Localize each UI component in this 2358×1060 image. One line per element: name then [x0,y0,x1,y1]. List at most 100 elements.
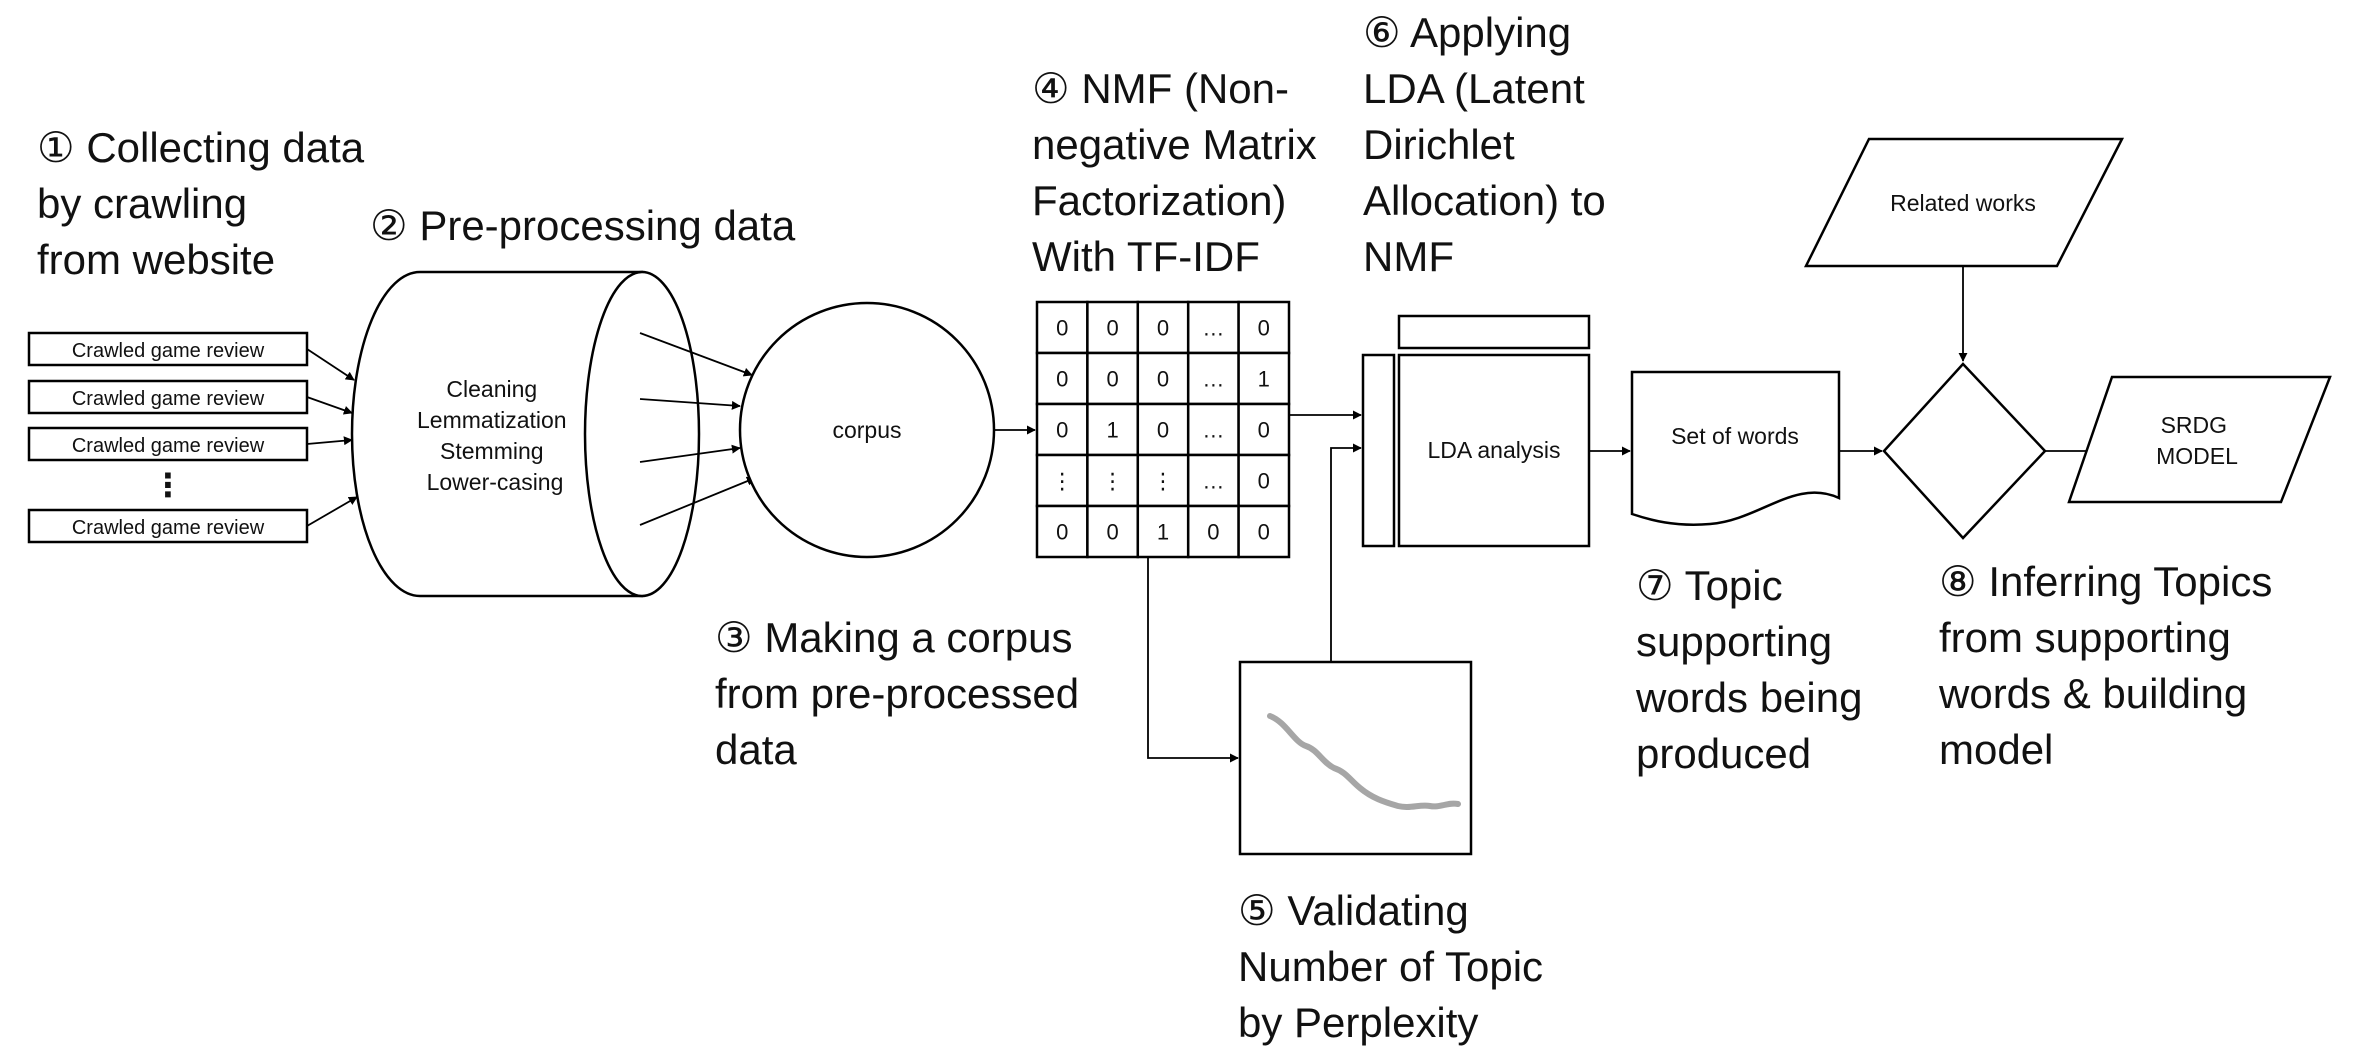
step1-line: ① Collecting data [37,124,365,171]
matrix-cell [1086,300,1140,355]
cylinder-end-cap [583,270,701,598]
review-box [27,379,309,415]
cylinder-body [350,270,644,598]
step6-line: LDA (Latent [1363,65,1585,112]
review-box-label: Crawled game review [72,435,265,457]
matrix-cell-value: … [1202,367,1224,392]
step6-line: ⑥ Applying [1363,9,1571,56]
step4-label: ④ NMF (Non- negative Matrix Factorizatio… [1032,65,1328,280]
step6-line: Dirichlet [1363,121,1515,168]
set-of-words-label: Set of words [1671,423,1799,449]
step5-line: by Perplexity [1238,999,1478,1046]
step4-line: negative Matrix [1032,121,1317,168]
step7-line: supporting [1636,618,1832,665]
matrix-cell-value: ⋮ [1152,469,1174,494]
matrix-cell [1035,351,1089,406]
preprocess-step: Stemming [440,438,544,464]
review-box [27,426,309,462]
matrix-cell-value: 0 [1157,367,1169,392]
step6-label: ⑥ Applying LDA (Latent Dirichlet Allocat… [1363,9,1617,280]
step3-label: ③ Making a corpus from pre-processed dat… [715,614,1091,773]
related-works-parallelogram [1803,137,2125,268]
step7-line: produced [1636,730,1811,777]
preprocess-steps: Cleaning Lemmatization Stemming Lower-ca… [417,376,573,495]
step5-line: ⑤ Validating [1238,887,1469,934]
lda-label: LDA analysis [1428,437,1561,463]
matrix-cell-value: 0 [1258,316,1270,341]
matrix-cell-value: 1 [1106,418,1118,443]
related-works-label: Related works [1890,190,2036,216]
step6-line: Allocation) to [1363,177,1606,224]
srdg-model-line: MODEL [2156,443,2238,469]
review-box-label: Crawled game review [72,340,265,362]
matrix-cell-value: 0 [1258,520,1270,545]
step7-label: ⑦ Topic supporting words being produced [1635,562,1874,777]
step1-line: by crawling [37,180,247,227]
matrix-cell-value: 0 [1207,520,1219,545]
step2-line: ② Pre-processing data [370,202,796,249]
step8-line: words & building [1938,670,2247,717]
step3-line: ③ Making a corpus [715,614,1072,661]
step4-line: With TF-IDF [1032,233,1260,280]
perplexity-curve [1267,713,1461,810]
matrix-cell [1136,504,1190,559]
matrix-cell-value: 0 [1106,520,1118,545]
matrix-cell-value: 0 [1056,418,1068,443]
matrix-cell-value: 0 [1157,316,1169,341]
arrow-preprocess-to-corpus [639,398,741,410]
matrix-cell-value: 0 [1056,520,1068,545]
arrow-review-to-preprocess [306,396,353,415]
preprocess-step: Lower-casing [427,469,564,495]
matrix-cell [1237,300,1291,355]
matrix-cell-value: 0 [1056,367,1068,392]
matrix-cell [1237,504,1291,559]
lda-analysis-block: LDA analysis [1361,314,1591,548]
preprocess-cylinder: Cleaning Lemmatization Stemming Lower-ca… [350,270,701,598]
matrix-cell-value: 0 [1106,316,1118,341]
matrix-cell-value: 0 [1258,469,1270,494]
matrix-cell-value: ⋮ [1051,469,1073,494]
crawled-review-boxes: Crawled game review Crawled game review … [27,331,309,544]
srdg-model-line: SRDG [2161,412,2227,438]
decision-diamond [1882,362,2047,540]
step4-line: ④ NMF (Non- [1032,65,1289,112]
corpus-label: corpus [832,417,901,443]
lda-top-bar [1397,314,1591,350]
perplexity-plot-box [1238,660,1473,856]
review-box [27,331,309,367]
review-box-label: Crawled game review [72,517,265,539]
step8-line: ⑧ Inferring Topics [1939,558,2272,605]
matrix-cell-value: 1 [1258,367,1270,392]
matrix-cell [1237,402,1291,457]
step4-line: Factorization) [1032,177,1286,224]
arrow-review-to-preprocess [306,496,358,527]
srdg-model-parallelogram [2067,375,2332,504]
preprocess-step: Cleaning [446,376,537,402]
matrix-cell-value: … [1202,418,1224,443]
step1-line: from website [37,236,275,283]
step7-line: ⑦ Topic [1636,562,1783,609]
arrow-review-to-preprocess [306,348,355,381]
step5-label: ⑤ Validating Number of Topic by Perplexi… [1238,887,1555,1046]
matrix-cell-value: 0 [1157,418,1169,443]
arrow-matrix-to-perplexity [1147,557,1239,763]
step1-label: ① Collecting data by crawling from websi… [37,124,376,283]
step8-line: from supporting [1939,614,2231,661]
arrow-perplexity-to-lda [1330,443,1362,662]
step3-line: from pre-processed [715,670,1079,717]
matrix-cell-value: 0 [1106,367,1118,392]
set-of-words-document [1630,370,1841,526]
arrow-review-to-preprocess [306,436,353,446]
srdg-model-label: SRDG MODEL [2156,412,2238,469]
lda-side-bar [1361,353,1396,548]
step6-line: NMF [1363,233,1454,280]
preprocess-step: Lemmatization [417,407,567,433]
matrix-cell-value: … [1202,469,1224,494]
matrix-cell-value: 0 [1056,316,1068,341]
step8-line: model [1939,726,2053,773]
step2-label: ② Pre-processing data [370,202,796,249]
matrix-cell-value: 1 [1157,520,1169,545]
arrow-preprocess-to-corpus [639,444,741,463]
